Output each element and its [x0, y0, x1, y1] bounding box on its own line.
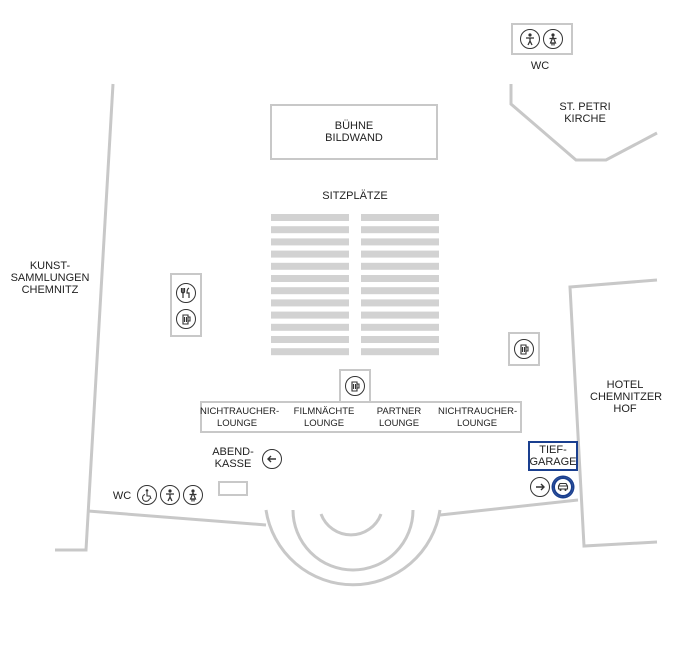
seat-row [361, 238, 439, 246]
drink-icon [176, 309, 196, 329]
seat-row [361, 323, 439, 331]
stage-box [270, 104, 438, 160]
arrow-left-icon [262, 449, 282, 469]
lounge-label: NICHTRAUCHER- LOUNGE [200, 406, 280, 429]
wc-top-label: WC [530, 60, 550, 72]
arrow-right-icon [530, 477, 550, 497]
female-toilet-icon [183, 485, 203, 505]
seat-row [271, 226, 349, 234]
seat-row [271, 336, 349, 343]
tiefgarage-label: TIEF- GARAGE [529, 444, 577, 468]
seat-row [361, 336, 439, 343]
food-icon [176, 283, 196, 303]
ticket-booth [218, 481, 248, 496]
female-toilet-icon [543, 29, 563, 49]
seat-row [361, 226, 439, 234]
seat-row [361, 299, 439, 307]
male-toilet-icon [520, 29, 540, 49]
seat-row [271, 275, 349, 282]
lounge-label: FILMNÄCHTE LOUNGE [293, 406, 355, 429]
lounge-label: PARTNER LOUNGE [376, 406, 422, 429]
stage-label: BÜHNE BILDWAND [325, 120, 383, 144]
sitzplaetze-label: SITZPLÄTZE [322, 190, 388, 202]
seat-row [361, 348, 439, 356]
seat-row [271, 214, 349, 221]
lounge-label: NICHTRAUCHER- LOUNGE [438, 406, 518, 429]
abendkasse-label: ABEND- KASSE [212, 446, 254, 470]
kunstsammlungen-label: KUNST- SAMMLUNGEN CHEMNITZ [10, 260, 90, 296]
seat-row [271, 238, 349, 246]
seat-row [271, 250, 349, 258]
seat-row [361, 250, 439, 258]
seat-row [271, 262, 349, 270]
seat-row [361, 287, 439, 295]
wheelchair-icon [137, 485, 157, 505]
seat-row [361, 311, 439, 319]
st-petri-kirche-label: ST. PETRI KIRCHE [559, 101, 611, 125]
male-toilet-icon [160, 485, 180, 505]
seat-row [271, 323, 349, 331]
lounge-strip [200, 401, 522, 433]
seat-row [361, 275, 439, 282]
drink-icon [345, 376, 365, 396]
seat-row [271, 348, 349, 356]
drink-icon [514, 339, 534, 359]
seat-row [271, 287, 349, 295]
wc-bottom-label: WC [112, 490, 132, 502]
seat-row [271, 299, 349, 307]
seat-row [361, 262, 439, 270]
car-icon [553, 477, 573, 497]
tiefgarage-box [528, 441, 578, 471]
seat-row [271, 311, 349, 319]
seat-row [361, 214, 439, 221]
hotel-label: HOTEL CHEMNITZER HOF [590, 379, 663, 415]
